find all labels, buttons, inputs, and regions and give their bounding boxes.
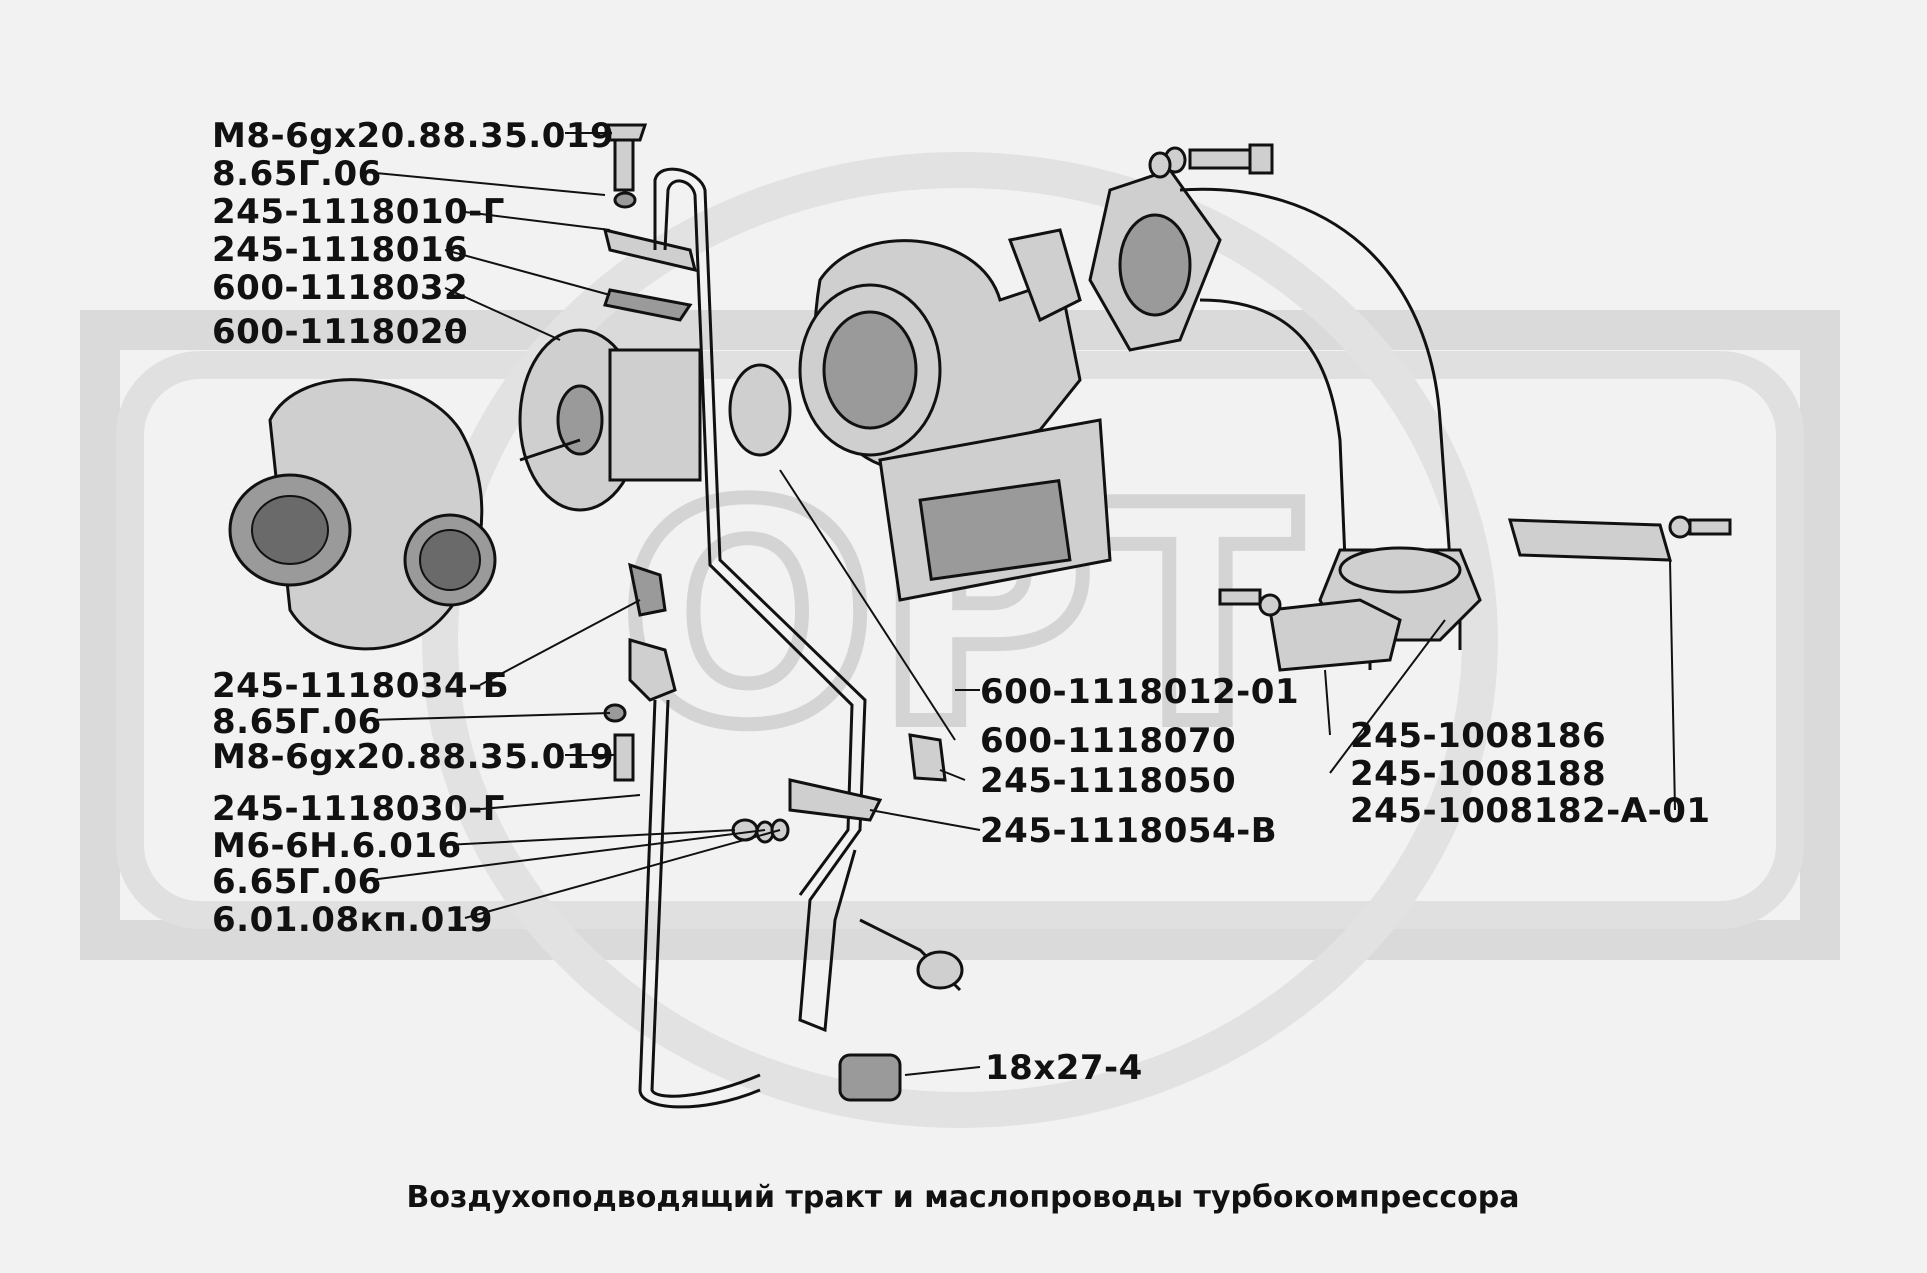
label-245-1008182: 245-1008182-А-01: [1350, 791, 1711, 831]
compressor-housing: [228, 378, 497, 651]
diagram-caption: Воздухоподводящий тракт и маслопроводы т…: [407, 1180, 1520, 1215]
center-housing: [518, 328, 792, 512]
label-gasket-245-1118016: 245-1118016: [212, 230, 468, 270]
label-housing-600-1118020: 600-1118020: [212, 312, 468, 352]
leader-lines: [364, 132, 1676, 1076]
support-bracket: [1218, 515, 1732, 672]
label-nut-m6: М6-6Н.6.016: [212, 826, 462, 866]
label-bracket-245-1118054: 245-1118054-В: [980, 811, 1277, 851]
label-245-1008188: 245-1008188: [1350, 754, 1606, 794]
label-pipe-245-1118030: 245-1118030-Г: [212, 789, 505, 829]
label-hose-18x27: 18х27-4: [985, 1048, 1143, 1088]
air-intake-elbow: [1088, 168, 1482, 670]
label-pipe-245-1118010: 245-1118010-Г: [212, 192, 505, 232]
label-600-1118070: 600-1118070: [980, 721, 1236, 761]
oil-drain-gasket: [603, 562, 677, 782]
turbine-housing: [798, 228, 1112, 602]
watermark-logo: ОРТ: [80, 152, 1840, 1128]
label-housing-600-1118032: 600-1118032: [212, 268, 468, 308]
label-245-1008186: 245-1008186: [1350, 716, 1606, 756]
label-m8-bolt-top: М8-6gх20.88.35.019: [212, 116, 614, 156]
label-pipe-600-1118012: 600-1118012-01: [980, 672, 1299, 712]
label-gasket-245-1118034: 245-1118034-Б: [212, 666, 509, 706]
pipe-clamps: [731, 733, 947, 1102]
label-washer-6-65: 6.65Г.06: [212, 862, 382, 902]
label-washer-top: 8.65Г.06: [212, 154, 382, 194]
label-clamp-245-1118050: 245-1118050: [980, 761, 1236, 801]
oil-inlet-flange: [602, 123, 698, 322]
label-m8-bolt-bottom: М8-6gх20.88.35.019: [212, 737, 614, 777]
label-washer-bottom: 8.65Г.06: [212, 702, 382, 742]
oil-supply-pipe: [638, 167, 964, 1109]
bolt-top: [1148, 143, 1274, 179]
label-washer-6-01: 6.01.08кп.019: [212, 900, 493, 940]
